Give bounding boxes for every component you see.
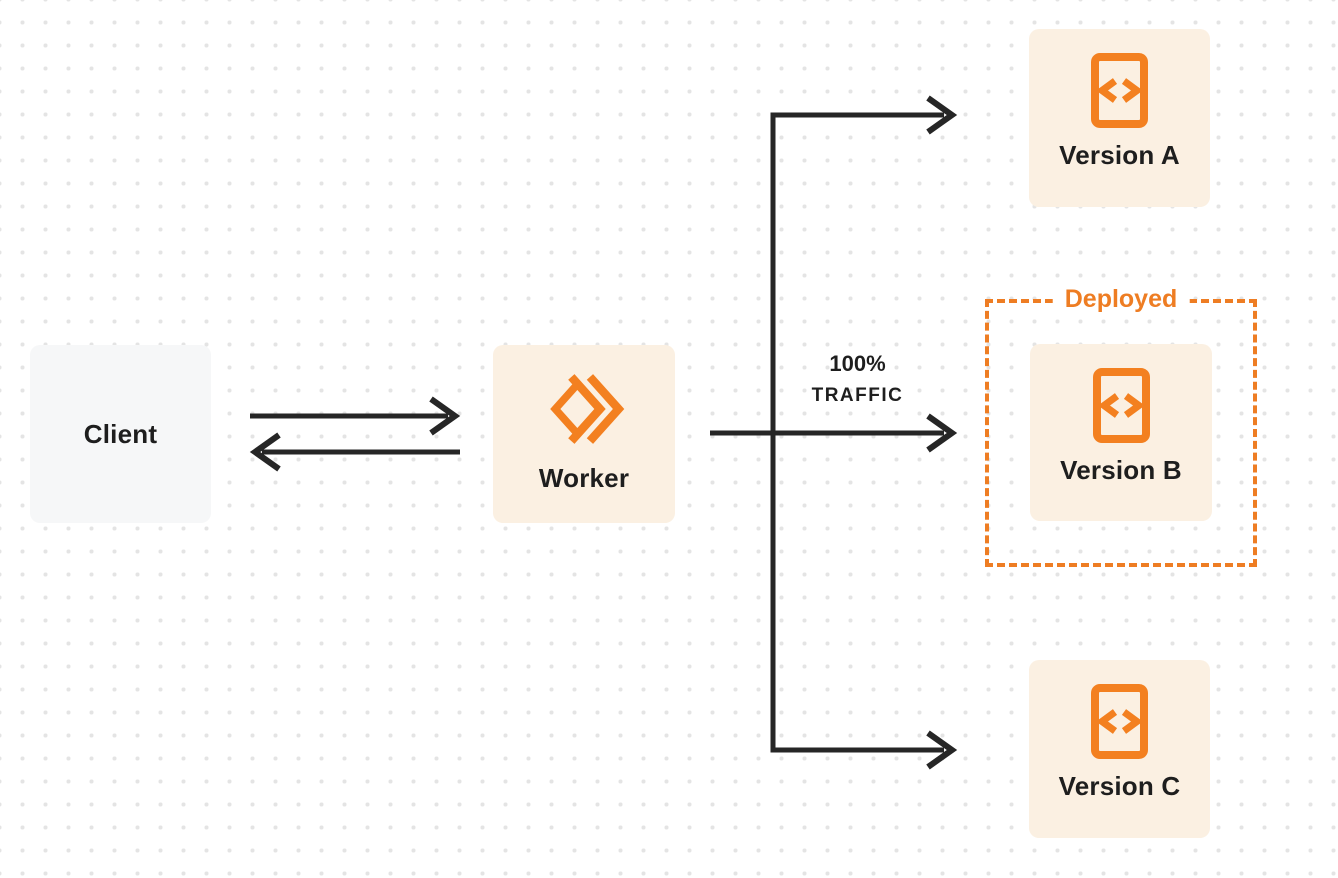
code-file-icon — [1092, 368, 1150, 443]
version-b-node: Version B — [1030, 344, 1212, 521]
arrowhead-to-client — [249, 432, 281, 472]
client-label: Client — [83, 418, 158, 449]
edge-branch-trunk — [770, 112, 944, 753]
deployed-frame: Deployed — [985, 285, 1257, 567]
traffic-word-text: TRAFFIC — [811, 385, 904, 406]
arrowhead-to-version-b — [926, 413, 958, 453]
worker-label: Worker — [538, 463, 630, 493]
code-file-icon — [1091, 684, 1148, 759]
client-node: Client — [30, 345, 211, 523]
traffic-annotation: 100% TRAFFIC — [790, 351, 925, 407]
version-a-node: Version A — [1029, 29, 1210, 207]
arrowhead-to-version-c — [926, 730, 958, 770]
traffic-percent-text: 100% — [829, 351, 886, 376]
version-c-node: Version C — [1029, 660, 1210, 838]
version-a-label: Version A — [1059, 140, 1180, 170]
version-b-label: Version B — [1060, 455, 1182, 485]
version-c-label: Version C — [1058, 771, 1181, 801]
arrowhead-to-worker — [429, 396, 461, 436]
arrowhead-to-version-a — [926, 95, 958, 135]
code-file-icon — [1091, 53, 1148, 128]
worker-node: Worker — [493, 345, 675, 523]
workers-logo-icon — [550, 374, 625, 444]
deployed-label: Deployed — [1052, 285, 1190, 314]
